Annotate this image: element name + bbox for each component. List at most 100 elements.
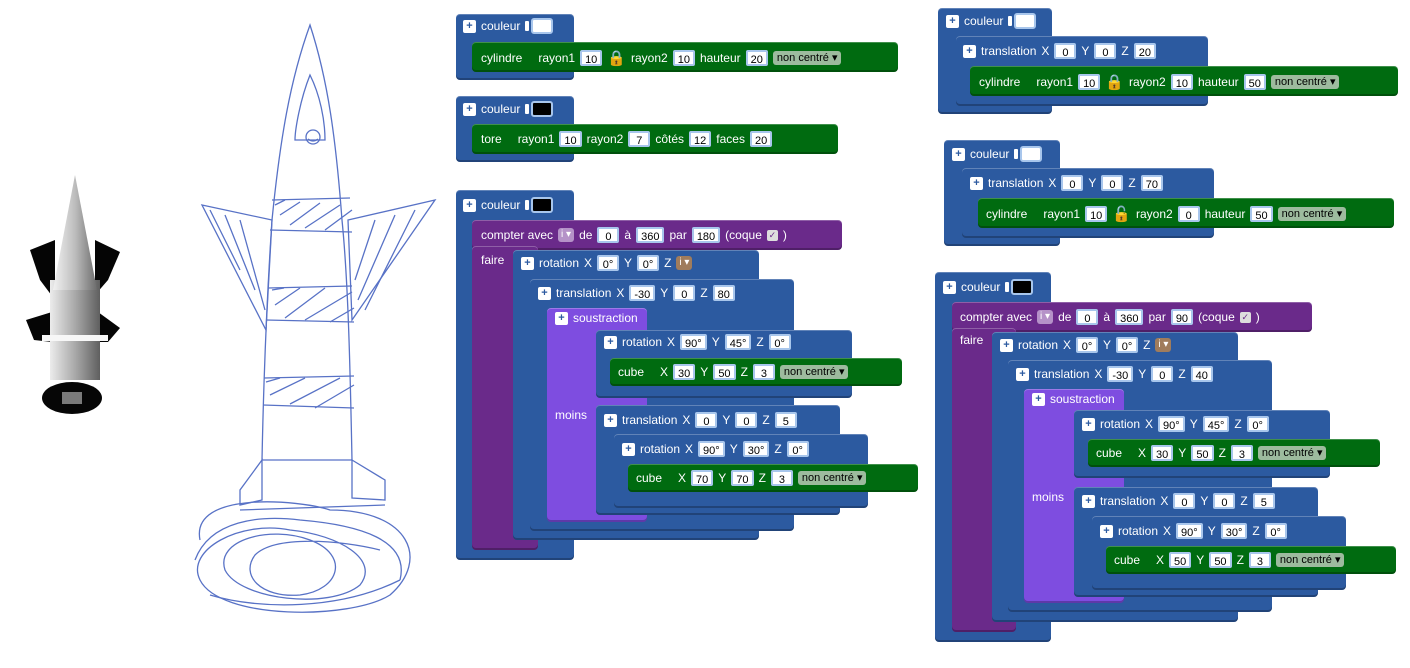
tr-z-input[interactable]: 20 (1133, 43, 1156, 59)
expand-icon[interactable]: + (963, 44, 976, 58)
tr-y-input[interactable]: 0 (735, 412, 758, 428)
tr-x-input[interactable]: 0 (1054, 43, 1077, 59)
cube-z-input[interactable]: 3 (1248, 552, 1271, 568)
tr-y-input[interactable]: 0 (1151, 366, 1174, 382)
tr-z-input[interactable]: 5 (774, 412, 797, 428)
rot-x-input[interactable]: 0° (597, 255, 620, 271)
rot-x-input[interactable]: 90° (1158, 416, 1185, 432)
centre-dropdown[interactable]: non centré ▾ (1277, 207, 1347, 221)
lock-icon[interactable]: 🔒 (1105, 74, 1124, 91)
rot-z-input[interactable]: 0° (786, 441, 809, 457)
rot-z-input[interactable]: 0° (768, 334, 791, 350)
expand-icon[interactable]: + (604, 413, 617, 427)
from-input[interactable]: 0 (597, 227, 620, 243)
centre-dropdown[interactable]: non centré ▾ (1270, 75, 1340, 89)
tr-y-input[interactable]: 0 (1094, 43, 1117, 59)
cube-z-input[interactable]: 3 (1230, 445, 1253, 461)
rot-x-input[interactable]: 0° (1076, 337, 1099, 353)
rayon2-input[interactable]: 0 (1177, 206, 1200, 222)
tore-block[interactable] (472, 124, 838, 154)
cube-z-input[interactable]: 3 (752, 364, 775, 380)
rot-y-input[interactable]: 45° (1202, 416, 1230, 432)
rot-x-input[interactable]: 90° (698, 441, 725, 457)
tr-x-input[interactable]: -30 (1107, 366, 1134, 382)
rayon1-input[interactable]: 10 (559, 131, 582, 147)
faces-input[interactable]: 20 (749, 131, 773, 147)
rot-y-input[interactable]: 30° (1220, 523, 1248, 539)
rot-y-input[interactable]: 30° (742, 441, 770, 457)
tr-x-input[interactable]: 0 (1173, 493, 1196, 509)
expand-icon[interactable]: + (521, 256, 534, 270)
lock-icon[interactable]: 🔒 (607, 50, 626, 67)
rayon1-input[interactable]: 10 (580, 50, 603, 66)
rayon2-input[interactable]: 10 (1170, 74, 1193, 90)
expand-icon[interactable]: + (952, 147, 965, 161)
rot-x-input[interactable]: 90° (1176, 523, 1203, 539)
color-swatch-black[interactable] (531, 101, 554, 117)
rayon2-input[interactable]: 7 (628, 131, 651, 147)
expand-icon[interactable]: + (622, 442, 635, 456)
expand-icon[interactable]: + (970, 176, 983, 190)
coque-checkbox[interactable]: ✓ (1239, 311, 1251, 323)
centre-dropdown[interactable]: non centré ▾ (797, 471, 867, 485)
expand-icon[interactable]: + (943, 280, 956, 294)
expand-icon[interactable]: + (1082, 417, 1095, 431)
color-swatch-black[interactable] (1011, 279, 1034, 295)
hauteur-input[interactable]: 20 (745, 50, 768, 66)
centre-dropdown[interactable]: non centré ▾ (779, 365, 849, 379)
rot-z-input[interactable]: 0° (1264, 523, 1287, 539)
expand-icon[interactable]: + (1000, 338, 1013, 352)
expand-icon[interactable]: + (555, 311, 568, 325)
color-swatch-black[interactable] (531, 197, 554, 213)
tr-y-input[interactable]: 0 (673, 285, 696, 301)
expand-icon[interactable]: + (463, 102, 476, 116)
cube-y-input[interactable]: 70 (731, 470, 754, 486)
cube-y-input[interactable]: 50 (1191, 445, 1214, 461)
rot-x-input[interactable]: 90° (680, 334, 707, 350)
cube-y-input[interactable]: 50 (713, 364, 736, 380)
rot-z-input[interactable]: 0° (1246, 416, 1269, 432)
tr-x-input[interactable]: -30 (629, 285, 656, 301)
tr-x-input[interactable]: 0 (1061, 175, 1084, 191)
from-input[interactable]: 0 (1076, 309, 1099, 325)
expand-icon[interactable]: + (1016, 367, 1029, 381)
tr-z-input[interactable]: 40 (1190, 366, 1213, 382)
to-input[interactable]: 360 (636, 227, 665, 243)
tr-z-input[interactable]: 70 (1140, 175, 1163, 191)
rot-y-input[interactable]: 45° (724, 334, 752, 350)
tr-y-input[interactable]: 0 (1213, 493, 1236, 509)
expand-icon[interactable]: + (1100, 524, 1113, 538)
rot-z-variable[interactable]: i ▾ (1155, 338, 1172, 352)
loop-variable-dropdown[interactable]: i ▾ (1037, 310, 1054, 324)
centre-dropdown[interactable]: non centré ▾ (1257, 446, 1327, 460)
rayon1-input[interactable]: 10 (1085, 206, 1108, 222)
centre-dropdown[interactable]: non centré ▾ (772, 51, 842, 65)
unlock-icon[interactable]: 🔓 (1112, 206, 1131, 223)
expand-icon[interactable]: + (463, 19, 476, 33)
cotes-input[interactable]: 12 (689, 131, 712, 147)
color-swatch-white[interactable] (1014, 13, 1037, 29)
tr-x-input[interactable]: 0 (695, 412, 718, 428)
color-swatch-white[interactable] (1020, 146, 1043, 162)
step-input[interactable]: 180 (691, 227, 721, 243)
rayon2-input[interactable]: 10 (672, 50, 695, 66)
expand-icon[interactable]: + (946, 14, 959, 28)
expand-icon[interactable]: + (1082, 494, 1095, 508)
step-input[interactable]: 90 (1170, 309, 1194, 325)
to-input[interactable]: 360 (1115, 309, 1144, 325)
rot-y-input[interactable]: 0° (637, 255, 660, 271)
rot-y-input[interactable]: 0° (1116, 337, 1139, 353)
hauteur-input[interactable]: 50 (1243, 74, 1266, 90)
cube-x-input[interactable]: 70 (691, 470, 714, 486)
tr-z-input[interactable]: 80 (712, 285, 735, 301)
tr-z-input[interactable]: 5 (1252, 493, 1275, 509)
expand-icon[interactable]: + (1032, 392, 1045, 406)
expand-icon[interactable]: + (463, 198, 476, 212)
expand-icon[interactable]: + (538, 286, 551, 300)
cube-x-input[interactable]: 30 (1151, 445, 1174, 461)
color-swatch-white[interactable] (531, 18, 554, 34)
loop-variable-dropdown[interactable]: i ▾ (558, 228, 575, 242)
centre-dropdown[interactable]: non centré ▾ (1275, 553, 1345, 567)
coque-checkbox[interactable]: ✓ (766, 229, 778, 241)
tr-y-input[interactable]: 0 (1101, 175, 1124, 191)
